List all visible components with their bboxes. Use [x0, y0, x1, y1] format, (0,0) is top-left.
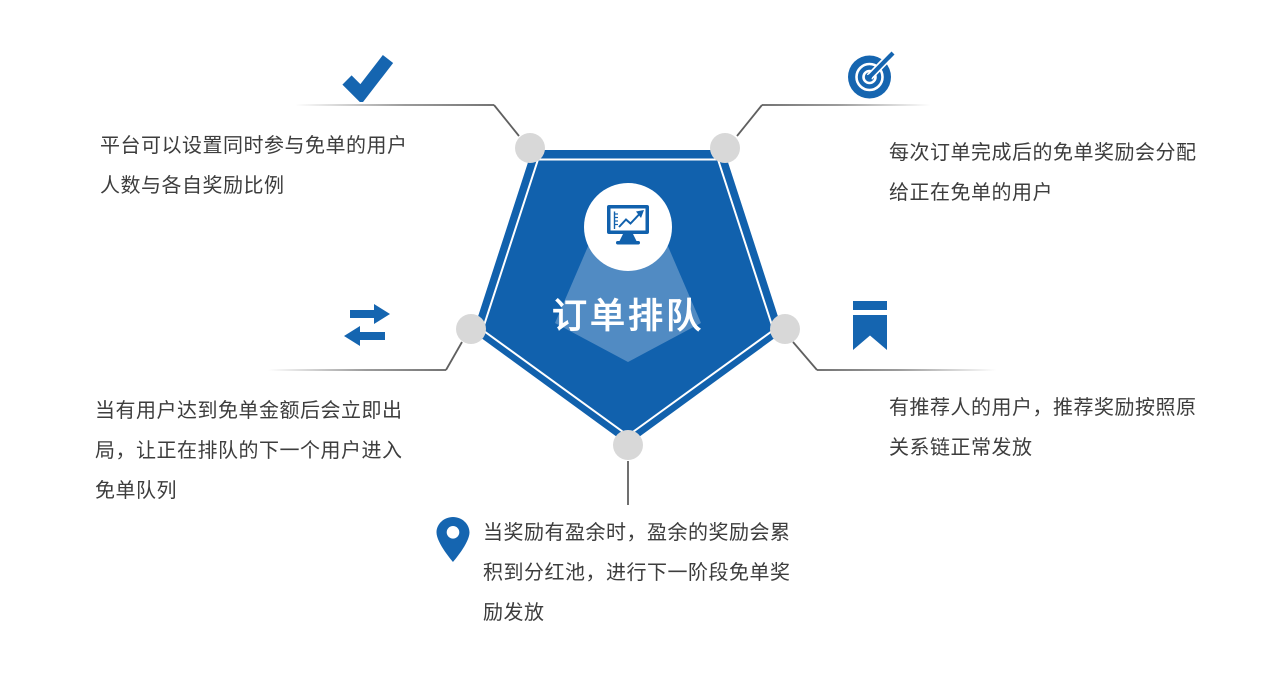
item-text-bottom: 当奖励有盈余时，盈余的奖励会累积到分红池，进行下一阶段免单奖励发放 — [483, 522, 791, 624]
vertex-node-top-right — [710, 133, 740, 163]
vertex-node-bottom — [613, 430, 643, 460]
bookmark-icon — [853, 301, 887, 350]
map-pin-icon — [436, 517, 470, 562]
item-text-top-right: 每次订单完成后的免单奖励会分配给正在免单的用户 — [889, 142, 1197, 204]
spotlight-beam — [555, 244, 701, 362]
item-text-middle-left: 当有用户达到免单金额后会立即出局，让正在排队的下一个用户进入免单队列 — [95, 400, 403, 502]
vertex-node-top-left — [515, 133, 545, 163]
connector-top-left — [295, 104, 520, 137]
pentagon-shape — [473, 150, 783, 445]
connector-top-right — [736, 104, 930, 137]
vertex-node-left — [456, 314, 486, 344]
item-text-top-left: 平台可以设置同时参与免单的用户人数与各自奖励比例 — [100, 135, 408, 197]
center-title: 订单排队 — [551, 297, 705, 336]
monitor-chart-icon — [607, 205, 649, 245]
swap-arrows-icon — [344, 304, 390, 346]
vertex-node-right — [770, 314, 800, 344]
checkmark-icon — [342, 55, 394, 102]
target-icon — [848, 51, 895, 99]
item-text-middle-right: 有推荐人的用户，推荐奖励按照原关系链正常发放 — [889, 397, 1197, 459]
connector-middle-left — [268, 341, 463, 371]
pentagon-inner-border — [481, 158, 775, 437]
connector-middle-right — [792, 341, 996, 371]
